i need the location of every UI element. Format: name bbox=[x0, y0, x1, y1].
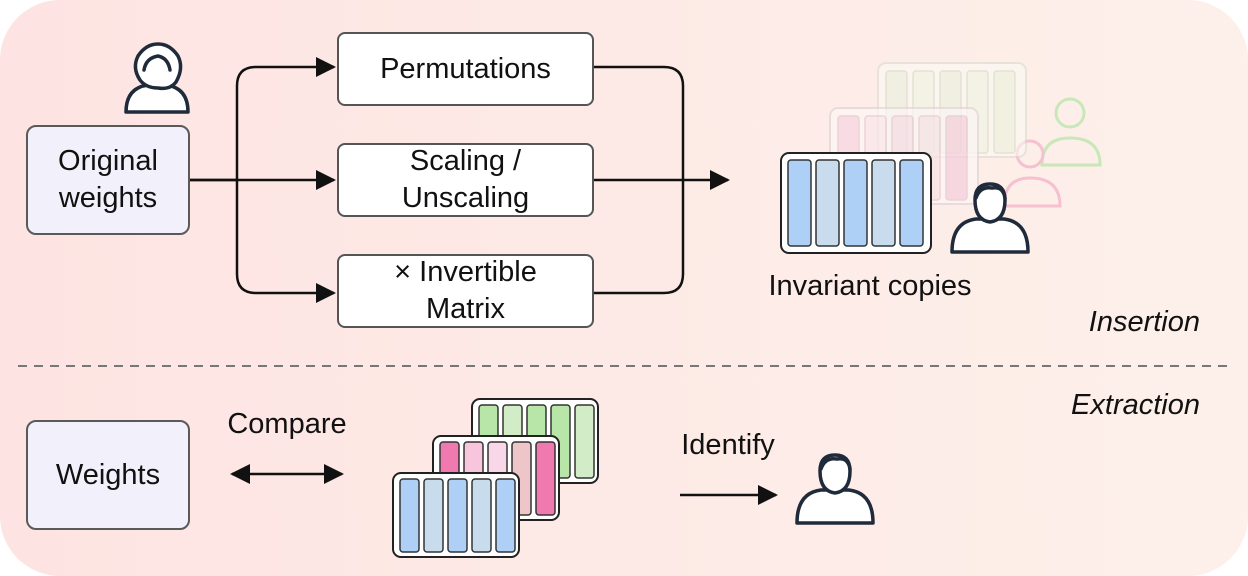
weight-matrix-icon-blue bbox=[392, 472, 520, 558]
insertion-arrows bbox=[190, 57, 730, 303]
permutations-box: Permutations bbox=[337, 32, 594, 106]
person-icon-extraction bbox=[795, 453, 875, 525]
person-female-icon bbox=[124, 42, 190, 114]
invertible-matrix-box: × Invertible Matrix bbox=[337, 254, 594, 328]
original-weights-label: Original weights bbox=[58, 145, 158, 214]
arrow-to-permutations bbox=[190, 57, 336, 182]
scaling-label: Scaling / Unscaling bbox=[401, 145, 530, 214]
insertion-section-label: Insertion bbox=[1088, 306, 1200, 338]
invertible-matrix-label: × Invertible Matrix bbox=[394, 256, 537, 325]
person-icon-insertion bbox=[950, 182, 1030, 254]
identify-label: Identify bbox=[681, 429, 775, 461]
compare-label: Compare bbox=[227, 408, 347, 440]
weights-label: Weights bbox=[55, 458, 161, 491]
original-weights-box: Original weights bbox=[26, 125, 190, 235]
extraction-section-label: Extraction bbox=[1071, 389, 1200, 421]
faded-person-icon-green bbox=[1040, 97, 1102, 167]
weights-box: Weights bbox=[26, 420, 190, 530]
invariant-copies-label: Invariant copies bbox=[768, 270, 972, 302]
weight-matrix-icon-main bbox=[780, 152, 932, 254]
scaling-box: Scaling / Unscaling bbox=[337, 143, 594, 217]
arrow-to-matrix bbox=[235, 180, 336, 303]
permutations-label: Permutations bbox=[380, 52, 551, 85]
